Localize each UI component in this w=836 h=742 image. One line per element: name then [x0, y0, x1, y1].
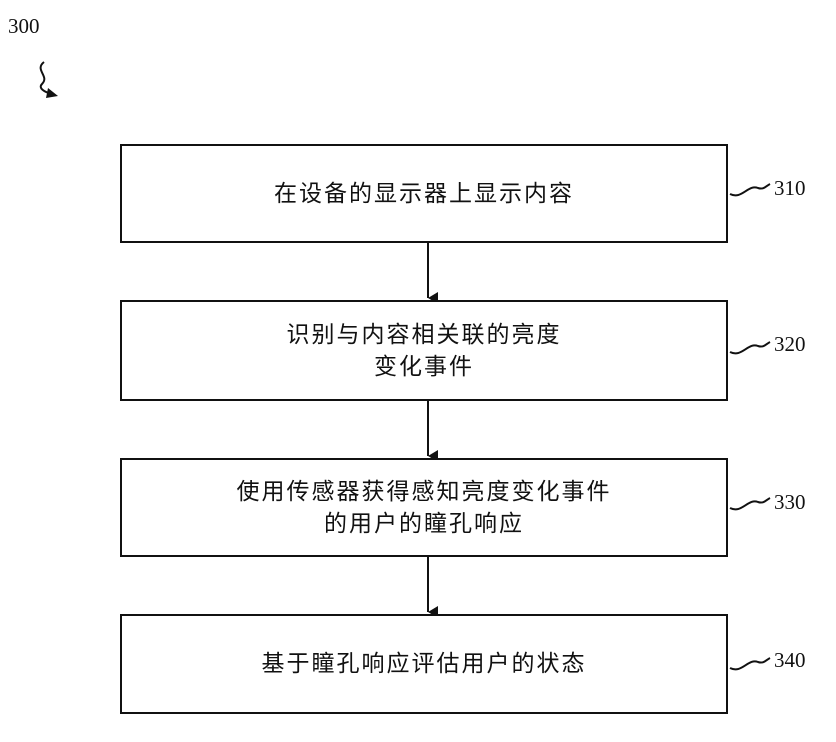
- step-310-text-line-1: 在设备的显示器上显示内容: [274, 180, 574, 207]
- step-ref-330: 330: [774, 490, 806, 514]
- leader-line-320: [729, 341, 771, 355]
- step-box-340: 基于瞳孔响应评估用户的状态: [120, 614, 728, 714]
- step-box-320: 识别与内容相关联的亮度 变化事件: [120, 300, 728, 401]
- step-box-310: 在设备的显示器上显示内容: [120, 144, 728, 243]
- step-ref-310: 310: [774, 176, 806, 200]
- step-330-text-line-2: 的用户的瞳孔响应: [324, 510, 524, 537]
- figure-reference-number: 300: [8, 14, 40, 38]
- step-330-text-line-1: 使用传感器获得感知亮度变化事件: [236, 478, 612, 505]
- step-320-text-line-2: 变化事件: [374, 353, 474, 380]
- step-box-330: 使用传感器获得感知亮度变化事件 的用户的瞳孔响应: [120, 458, 728, 557]
- step-340-text-line-1: 基于瞳孔响应评估用户的状态: [261, 651, 587, 677]
- step-ref-320: 320: [774, 332, 806, 356]
- leader-line-330: [729, 497, 771, 511]
- figure-pointer-squiggle: [39, 61, 53, 95]
- figure-pointer-arrowhead: [46, 88, 58, 98]
- step-ref-340: 340: [774, 648, 806, 672]
- leader-line-310: [729, 183, 771, 197]
- step-320-text-line-1: 识别与内容相关联的亮度: [286, 321, 562, 348]
- leader-line-340: [729, 657, 771, 671]
